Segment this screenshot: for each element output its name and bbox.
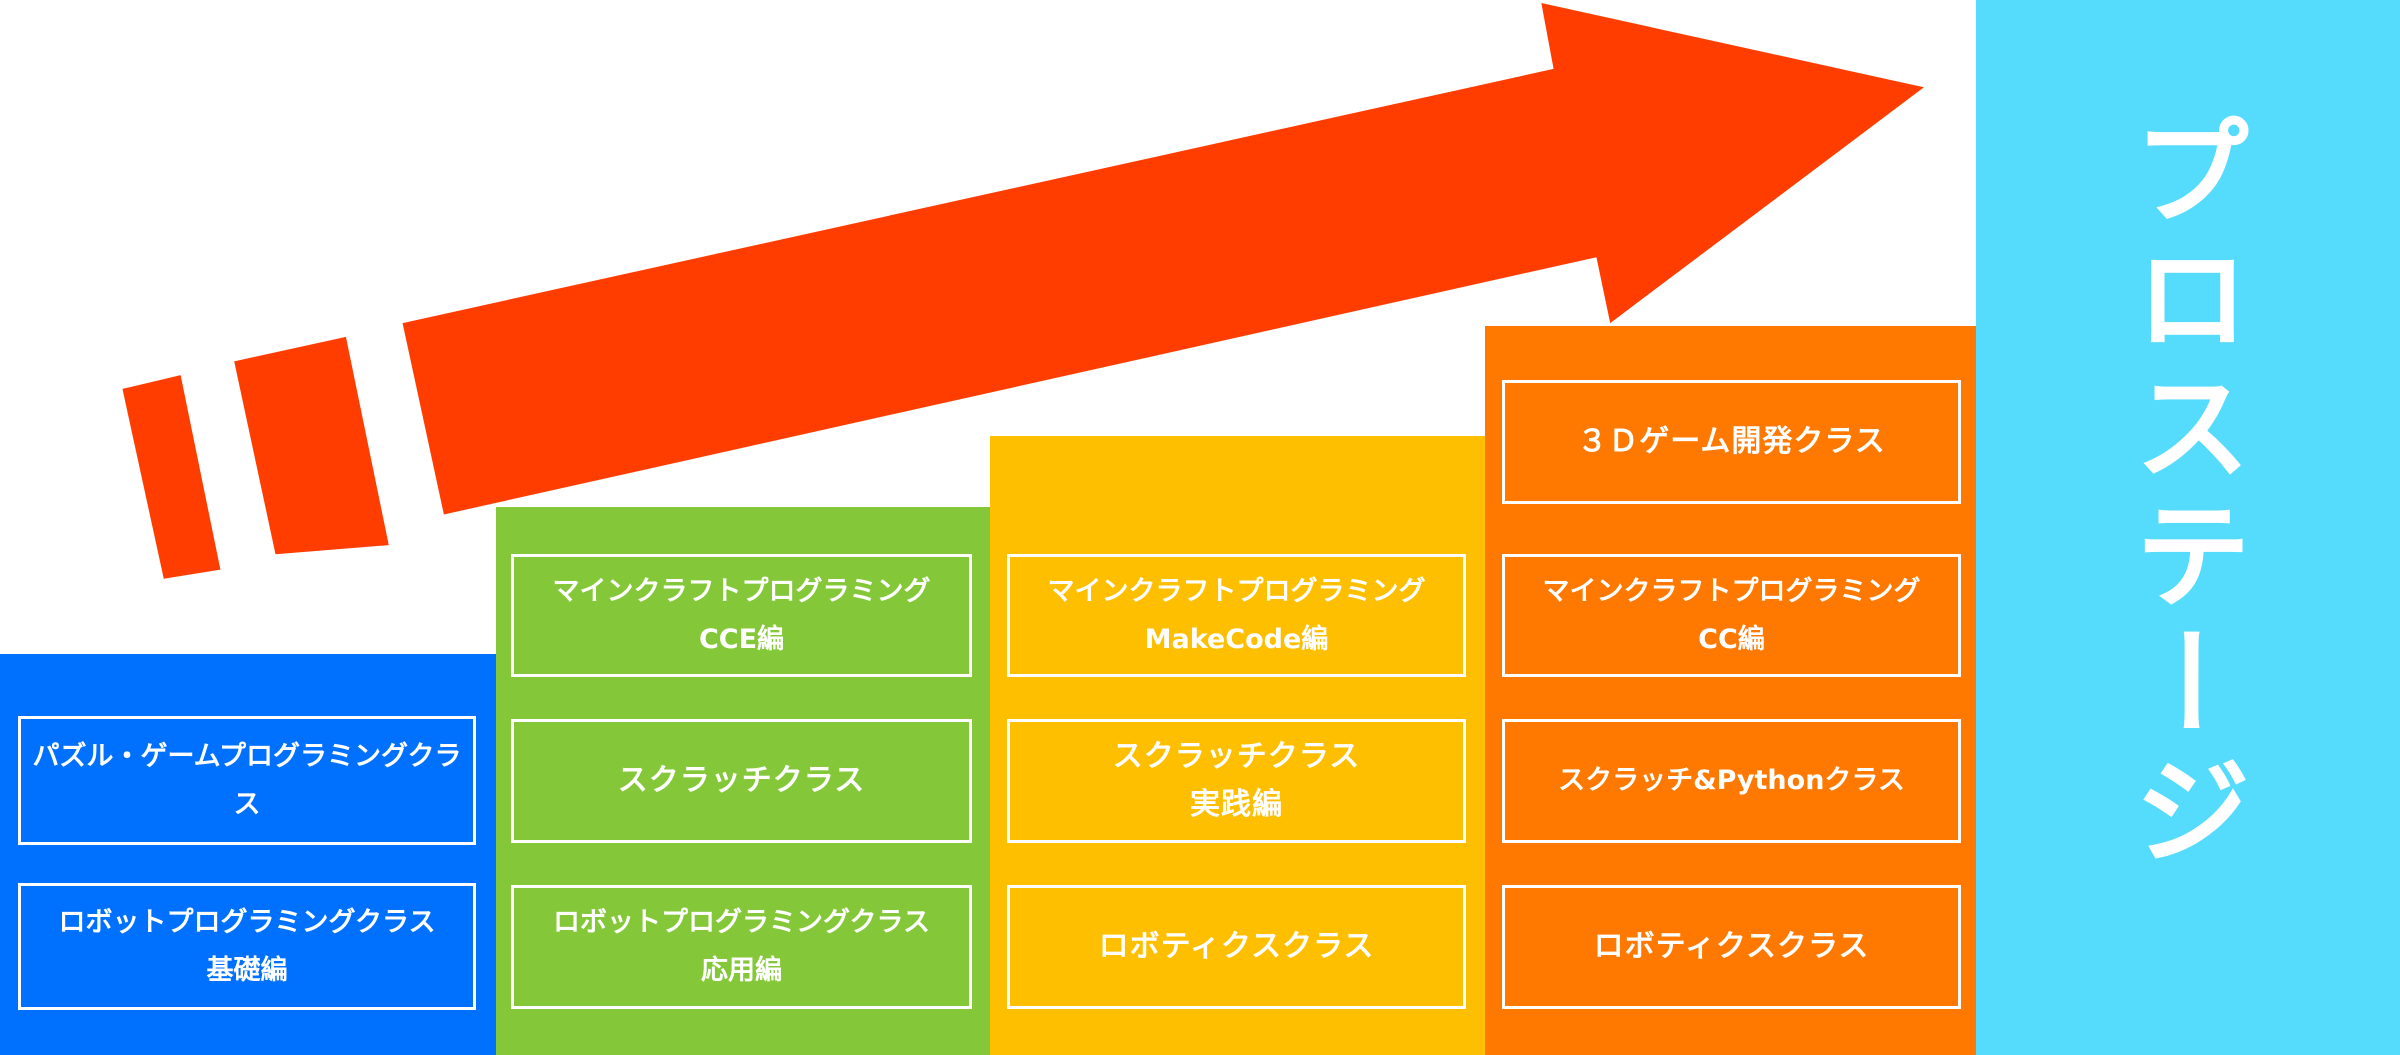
class-sublabel: CCE編 [698,623,785,655]
column-green: マインクラフトプログラミング CCE編 スクラッチクラス ロボットプログラミングク… [496,507,990,1055]
class-label: ロボットプログラミングクラス [58,906,436,938]
class-label: パズル・ゲームプログラミングクラス [32,740,462,820]
class-label: ３Ｄゲーム開発クラス [1577,424,1886,459]
class-box[interactable]: マインクラフトプログラミング CCE編 [511,554,972,677]
class-label: ロボティクスクラス [1098,929,1375,964]
class-box[interactable]: パズル・ゲームプログラミングクラス [18,716,476,845]
class-box[interactable]: ロボティクスクラス [1502,885,1961,1009]
column-orange: ３Ｄゲーム開発クラス マインクラフトプログラミング CC編 スクラッチ&Pytho… [1485,326,1976,1055]
class-sublabel: 実践編 [1190,787,1283,822]
class-label: ロボティクスクラス [1593,929,1870,964]
column-blue: パズル・ゲームプログラミングクラス ロボットプログラミングクラス基礎編 [0,654,496,1055]
class-label: マインクラフトプログラミング [552,575,931,607]
class-box[interactable]: マインクラフトプログラミング MakeCode編 [1007,554,1466,677]
class-label: スクラッチクラス [1112,739,1361,774]
class-sublabel: CC編 [1698,623,1765,655]
class-sublabel: 基礎編 [206,954,288,986]
pro-stage-column: プロステージ [1976,0,2400,1055]
class-box[interactable]: マインクラフトプログラミング CC編 [1502,554,1961,677]
arrow-body [402,3,1924,515]
class-label: マインクラフトプログラミング [1542,575,1921,607]
class-label: スクラッチクラス [617,763,866,798]
class-sublabel: MakeCode編 [1144,623,1329,655]
class-sublabel: 応用編 [701,955,782,986]
class-label: スクラッチ&Pythonクラス [1558,765,1905,796]
pro-stage-label: プロステージ [2113,110,2251,878]
class-box[interactable]: スクラッチ&Pythonクラス [1502,719,1961,843]
class-box[interactable]: ３Ｄゲーム開発クラス [1502,380,1961,504]
class-box[interactable]: スクラッチクラス [511,719,972,843]
arrow-stripe [234,336,389,555]
class-box[interactable]: スクラッチクラス実践編 [1007,719,1466,843]
arrow-stripe [122,375,221,579]
column-yellow: マインクラフトプログラミング MakeCode編 スクラッチクラス実践編 ロボティ… [990,436,1485,1055]
class-label: ロボットプログラミングクラス [553,907,930,938]
class-label: マインクラフトプログラミング [1047,575,1426,607]
class-box[interactable]: ロボットプログラミングクラス基礎編 [18,883,476,1010]
class-box[interactable]: ロボットプログラミングクラス応用編 [511,885,972,1009]
class-box[interactable]: ロボティクスクラス [1007,885,1466,1009]
